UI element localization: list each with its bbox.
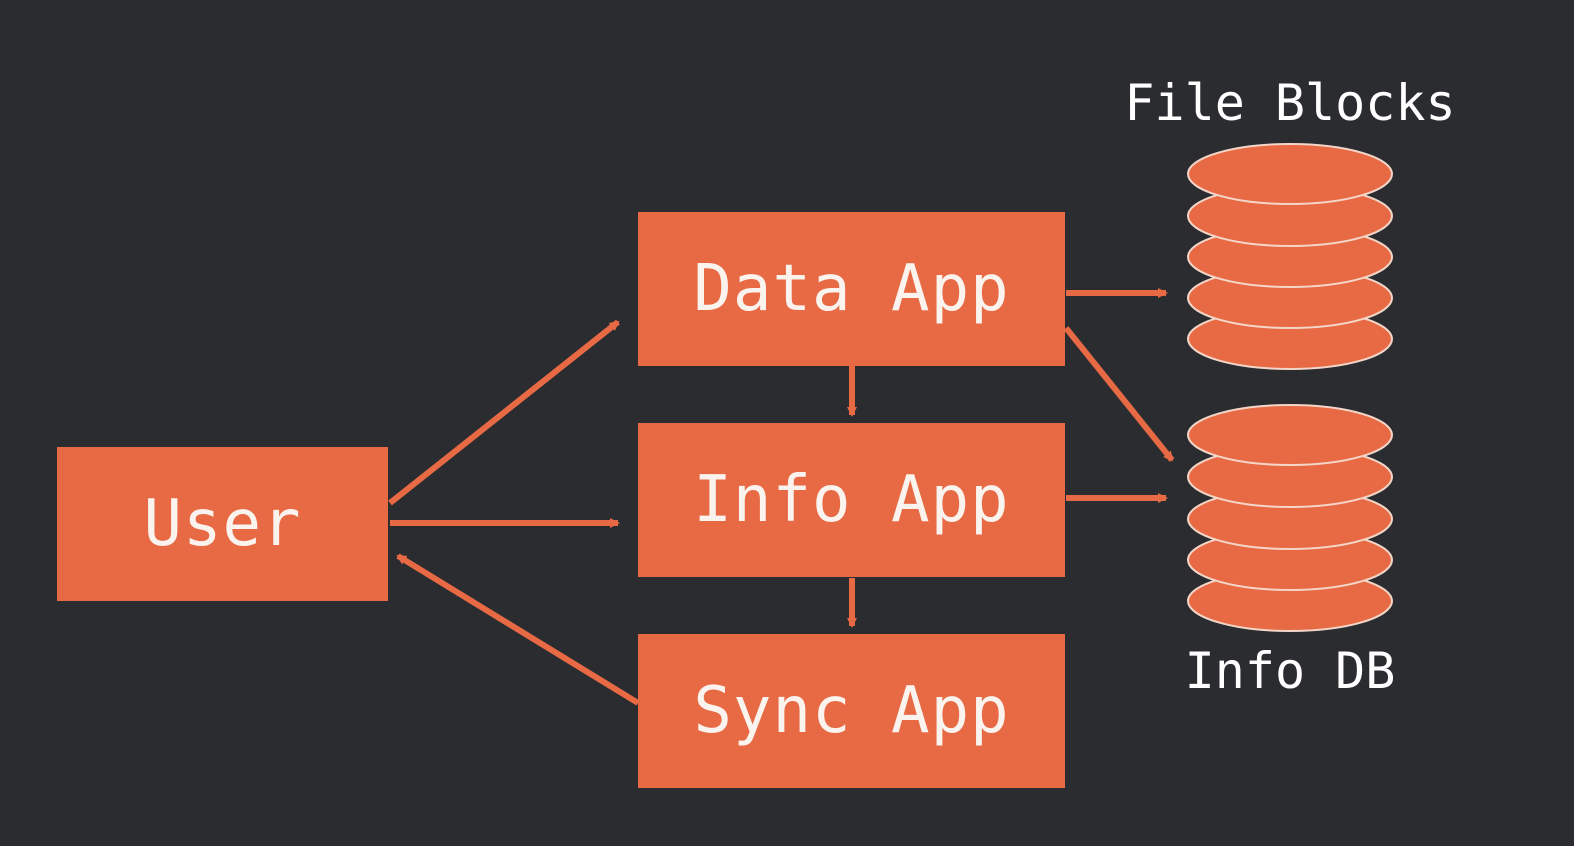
arrow-data-app-to-info-db: [1063, 326, 1175, 462]
user-node-label: User: [143, 487, 302, 561]
info-db-icon: [1187, 404, 1393, 632]
arrow-user-to-data-app: [388, 319, 620, 506]
file-blocks-db-icon: [1187, 143, 1393, 370]
info-db-label: Info DB: [1184, 642, 1396, 700]
sync-app-node: Sync App: [638, 634, 1065, 788]
data-app-node: Data App: [638, 212, 1065, 366]
info-app-node: Info App: [638, 423, 1065, 577]
arrow-sync-app-to-user: [396, 553, 640, 706]
sync-app-node-label: Sync App: [693, 674, 1010, 748]
user-node: User: [57, 447, 388, 601]
data-app-node-label: Data App: [693, 252, 1010, 326]
info-app-node-label: Info App: [693, 463, 1010, 537]
file-blocks-label: File Blocks: [1124, 74, 1456, 132]
